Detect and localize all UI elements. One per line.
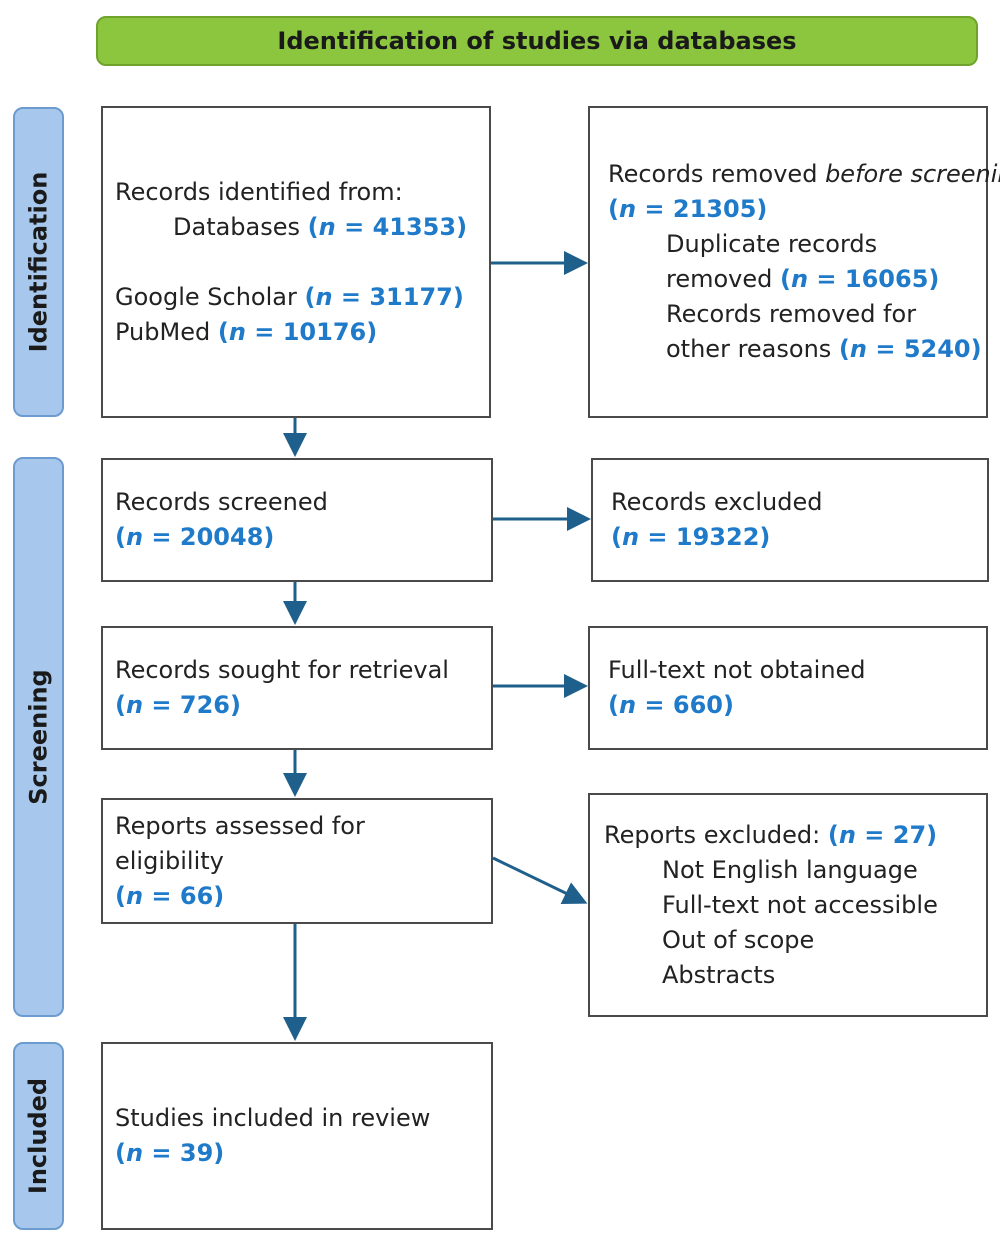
assessed-title-line1: Reports assessed for [115,811,365,840]
box-records-sought: Records sought for retrieval (n = 726) [101,626,493,750]
header-title: Identification of studies via databases [277,27,797,55]
reports-excluded-title: Reports excluded: (n = 27) [604,820,938,849]
excluded-title: Records excluded [611,488,823,516]
removed-other-line1: Records removed for [666,300,917,328]
box-reports-excluded: Reports excluded: (n = 27) Not English l… [588,793,988,1017]
box-records-identified: Records identified from: Databases (n = … [101,106,491,418]
excluded-n: (n = 19322) [611,523,771,551]
screened-n: (n = 20048) [115,523,275,551]
identified-pubmed: PubMed (n = 10176) [115,317,378,346]
box-studies-included: Studies included in review (n = 39) [101,1042,493,1230]
assessed-title-line2: eligibility [115,846,224,875]
included-n: (n = 39) [115,1139,225,1167]
assessed-n: (n = 66) [115,881,225,910]
box-fulltext-not-obtained: Full-text not obtained (n = 660) [588,626,988,750]
sought-title: Records sought for retrieval [115,656,449,684]
exclusion-reason: Out of scope [662,925,815,954]
arrow-assessed-to-reports-excluded [492,856,588,904]
not-obtained-n: (n = 660) [608,691,734,719]
box-records-excluded: Records excluded (n = 19322) [591,458,989,582]
diagram-header: Identification of studies via databases [96,16,978,66]
removed-dup-line2: removed (n = 16065) [666,265,940,293]
stage-screening: Screening [13,457,64,1017]
not-obtained-title: Full-text not obtained [608,656,866,684]
stage-included: Included [13,1042,64,1230]
included-title: Studies included in review [115,1104,431,1132]
identified-title: Records identified from: [115,177,403,206]
removed-other-line2: other reasons (n = 5240) [666,335,982,363]
removed-total: (n = 21305) [608,195,768,223]
exclusion-reason: Not English language [662,855,918,884]
box-reports-assessed: Reports assessed for eligibility (n = 66… [101,798,493,924]
exclusion-reason: Abstracts [662,960,776,989]
removed-dup-line1: Duplicate records [666,230,878,258]
identified-scholar: Google Scholar (n = 31177) [115,282,464,311]
box-records-removed: Records removed before screening (n = 21… [588,106,1000,418]
identified-databases: Databases (n = 41353) [173,212,468,241]
removed-title: Records removed before screening [608,160,1000,188]
exclusion-reason: Full-text not accessible [662,890,938,919]
screened-title: Records screened [115,488,328,516]
box-records-screened: Records screened (n = 20048) [101,458,493,582]
sought-n: (n = 726) [115,691,241,719]
stage-identification: Identification [13,107,64,417]
